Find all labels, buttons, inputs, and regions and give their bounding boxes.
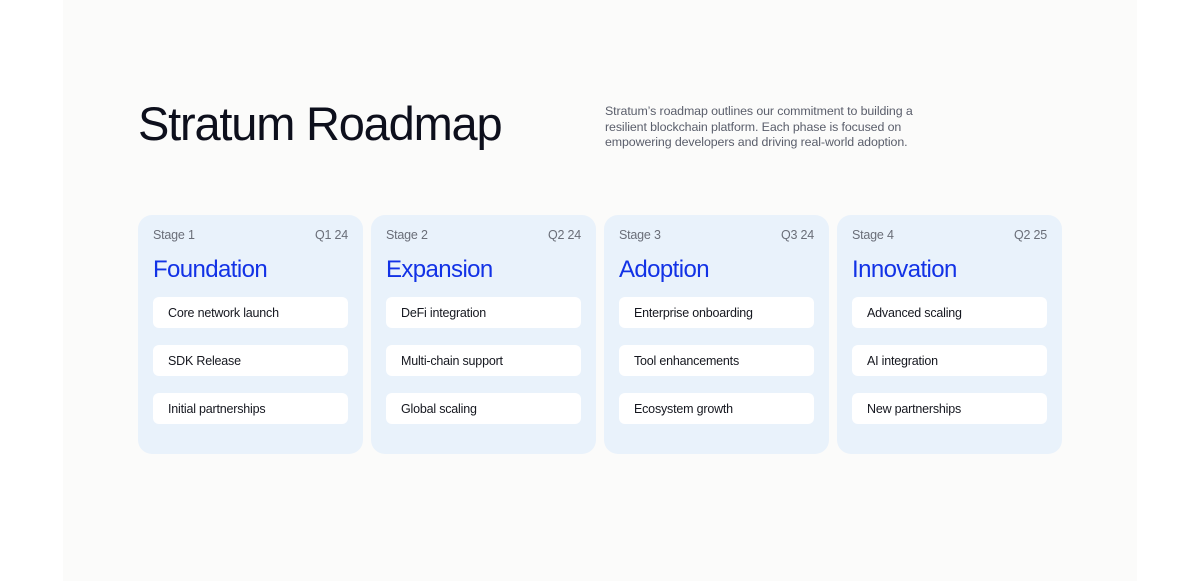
- stage-quarter: Q2 25: [1013, 228, 1047, 242]
- stage-card-header: Stage 4 Q2 25: [852, 228, 1047, 242]
- roadmap-description: Stratum’s roadmap outlines our commitmen…: [605, 104, 913, 150]
- stage-items: DeFi integration Multi-chain support Glo…: [386, 297, 581, 424]
- stage-label: Stage 3: [619, 228, 661, 242]
- stage-item: SDK Release: [153, 345, 348, 376]
- stage-card-expansion: Stage 2 Q2 24 Expansion DeFi integration…: [371, 215, 596, 454]
- stage-items: Advanced scaling AI integration New part…: [852, 297, 1047, 424]
- page-title: Stratum Roadmap: [138, 97, 503, 150]
- stage-card-header: Stage 2 Q2 24: [386, 228, 581, 242]
- stage-label: Stage 4: [852, 228, 894, 242]
- stage-card-header: Stage 1 Q1 24: [153, 228, 348, 242]
- stage-card-header: Stage 3 Q3 24: [619, 228, 814, 242]
- stage-item: Core network launch: [153, 297, 348, 328]
- stage-item: DeFi integration: [386, 297, 581, 328]
- stage-title: Foundation: [153, 256, 268, 283]
- stage-quarter: Q2 24: [547, 228, 581, 242]
- stage-item: Ecosystem growth: [619, 393, 814, 424]
- stage-items: Core network launch SDK Release Initial …: [153, 297, 348, 424]
- stage-quarter: Q1 24: [314, 228, 348, 242]
- stage-label: Stage 1: [153, 228, 195, 242]
- stage-items: Enterprise onboarding Tool enhancements …: [619, 297, 814, 424]
- stage-item: Tool enhancements: [619, 345, 814, 376]
- stage-item: Advanced scaling: [852, 297, 1047, 328]
- stage-card-innovation: Stage 4 Q2 25 Innovation Advanced scalin…: [837, 215, 1062, 454]
- stage-item: Initial partnerships: [153, 393, 348, 424]
- stage-title: Innovation: [852, 256, 957, 283]
- stage-quarter: Q3 24: [780, 228, 814, 242]
- stage-title: Expansion: [386, 256, 493, 283]
- stage-title: Adoption: [619, 256, 710, 283]
- stage-card-foundation: Stage 1 Q1 24 Foundation Core network la…: [138, 215, 363, 454]
- stage-item: New partnerships: [852, 393, 1047, 424]
- stage-item: Enterprise onboarding: [619, 297, 814, 328]
- stage-item: Multi-chain support: [386, 345, 581, 376]
- roadmap-stages: Stage 1 Q1 24 Foundation Core network la…: [138, 215, 1062, 454]
- stage-item: AI integration: [852, 345, 1047, 376]
- stage-card-adoption: Stage 3 Q3 24 Adoption Enterprise onboar…: [604, 215, 829, 454]
- stage-label: Stage 2: [386, 228, 428, 242]
- stage-item: Global scaling: [386, 393, 581, 424]
